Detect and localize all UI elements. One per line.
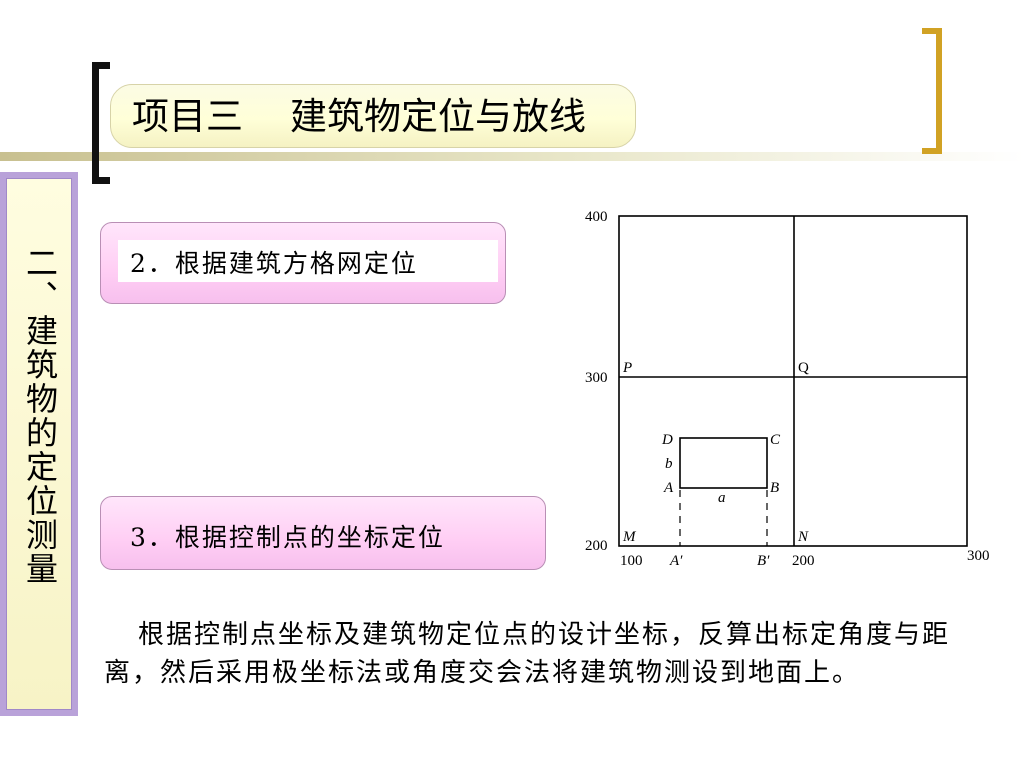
corner-a: A <box>663 480 674 496</box>
section-3-box <box>100 496 546 570</box>
point-m: M <box>622 529 637 545</box>
dimension-a: a <box>718 490 726 506</box>
left-bracket-decoration <box>92 62 110 184</box>
y-label-400: 400 <box>585 209 608 225</box>
grid-outer-frame <box>618 215 968 547</box>
body-paragraph: 根据控制点坐标及建筑物定位点的设计坐标，反算出标定角度与距离，然后采用极坐标法或… <box>104 616 974 692</box>
header-rule <box>0 152 1024 161</box>
point-p: P <box>622 360 632 376</box>
corner-d: D <box>661 432 673 448</box>
y-label-200: 200 <box>585 538 608 554</box>
sidebar-panel <box>6 178 72 710</box>
building-outline <box>679 437 768 489</box>
x-label-200: 200 <box>792 553 815 569</box>
sidebar <box>0 172 78 716</box>
point-n: N <box>797 529 809 545</box>
sidebar-label: 二、建筑物的定位测量 <box>21 246 59 586</box>
right-bracket-decoration <box>922 28 942 154</box>
y-label-300: 300 <box>585 370 608 386</box>
section-3-heading: 3．根据控制点的坐标定位 <box>130 523 445 552</box>
paragraph-text: 根据控制点坐标及建筑物定位点的设计坐标，反算出标定角度与距离，然后采用极坐标法或… <box>104 620 951 688</box>
x-label-300: 300 <box>967 548 990 564</box>
corner-b: B <box>770 480 779 496</box>
title-banner <box>110 84 636 148</box>
point-q: Q <box>798 360 809 376</box>
grid-diagram: 400 300 200 100 A′ B′ 200 300 P Q M N A … <box>585 209 990 569</box>
x-label-100: 100 <box>620 553 643 569</box>
corner-c: C <box>770 432 781 448</box>
section-2-heading: 2．根据建筑方格网定位 <box>130 249 418 278</box>
slide-title: 项目三 建筑物定位与放线 <box>132 95 587 138</box>
dimension-b: b <box>665 456 673 472</box>
x-label-b-prime: B′ <box>757 553 770 569</box>
section-2-highlight <box>118 240 498 282</box>
x-label-a-prime: A′ <box>669 553 683 569</box>
